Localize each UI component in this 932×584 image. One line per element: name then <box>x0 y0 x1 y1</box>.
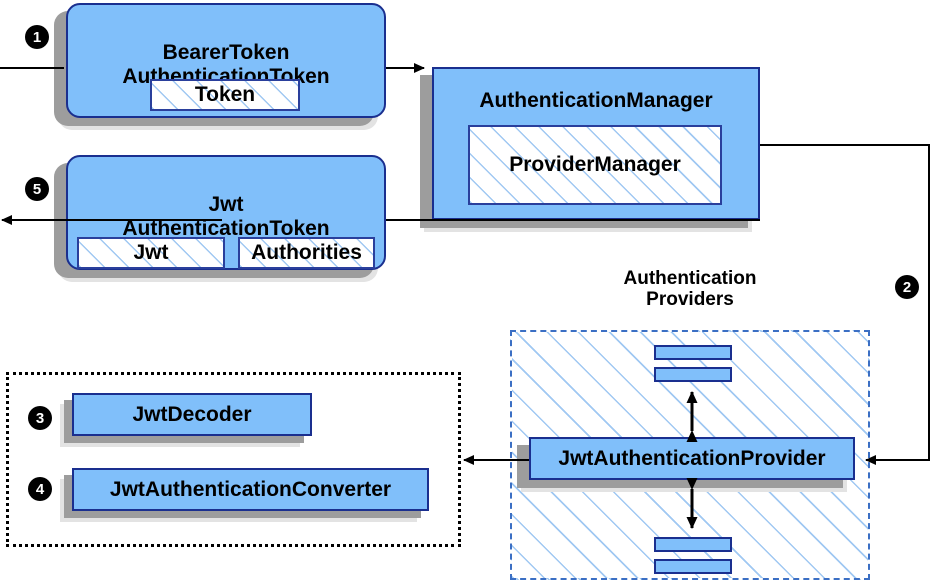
jwt-label: Jwt <box>133 241 169 264</box>
jwt-decoder-label: JwtDecoder <box>132 402 252 426</box>
jwt-decoder-box[interactable]: JwtDecoder <box>72 393 312 436</box>
bearer-token-title-line1: BearerToken <box>162 41 290 65</box>
authentication-manager-title: AuthenticationManager <box>479 89 713 112</box>
step-badge-5: 5 <box>26 178 48 200</box>
step-badge-1-number: 1 <box>32 28 42 46</box>
token-label: Token <box>194 83 256 106</box>
jwt-token-title-line1: Jwt <box>208 193 244 217</box>
step-badge-4: 4 <box>29 478 51 500</box>
step-badge-2-number: 2 <box>902 278 912 296</box>
peer-bar-top-1 <box>654 345 732 360</box>
jwt-authentication-converter-label: JwtAuthenticationConverter <box>109 477 392 501</box>
jwt-authentication-provider-label: JwtAuthenticationProvider <box>558 446 826 470</box>
authentication-providers-caption-line1: Authentication <box>623 268 757 289</box>
jwt-support-region <box>6 372 461 547</box>
step-badge-5-number: 5 <box>32 180 42 198</box>
provider-manager-inner-box[interactable]: ProviderManager <box>468 125 722 205</box>
jwt-authentication-converter-box[interactable]: JwtAuthenticationConverter <box>72 468 429 511</box>
jwt-authentication-provider-box[interactable]: JwtAuthenticationProvider <box>529 437 855 480</box>
peer-bar-bottom-1 <box>654 537 732 552</box>
jwt-token-title-line2: AuthenticationToken <box>122 217 330 240</box>
step-badge-3-number: 3 <box>35 409 45 427</box>
authorities-label: Authorities <box>251 241 362 264</box>
authentication-providers-caption: Authentication Providers <box>560 268 820 311</box>
provider-manager-label: ProviderManager <box>509 153 681 176</box>
step-badge-4-number: 4 <box>35 480 45 498</box>
peer-bar-top-2 <box>654 367 732 382</box>
step-badge-2: 2 <box>896 276 918 298</box>
step-badge-3: 3 <box>29 407 51 429</box>
step-badge-1: 1 <box>26 26 48 48</box>
authentication-providers-caption-line2: Providers <box>646 289 734 311</box>
jwt-inner-box[interactable]: Jwt <box>77 237 225 269</box>
peer-bar-bottom-2 <box>654 559 732 574</box>
authorities-inner-box[interactable]: Authorities <box>238 237 375 269</box>
token-inner-box[interactable]: Token <box>150 79 300 111</box>
